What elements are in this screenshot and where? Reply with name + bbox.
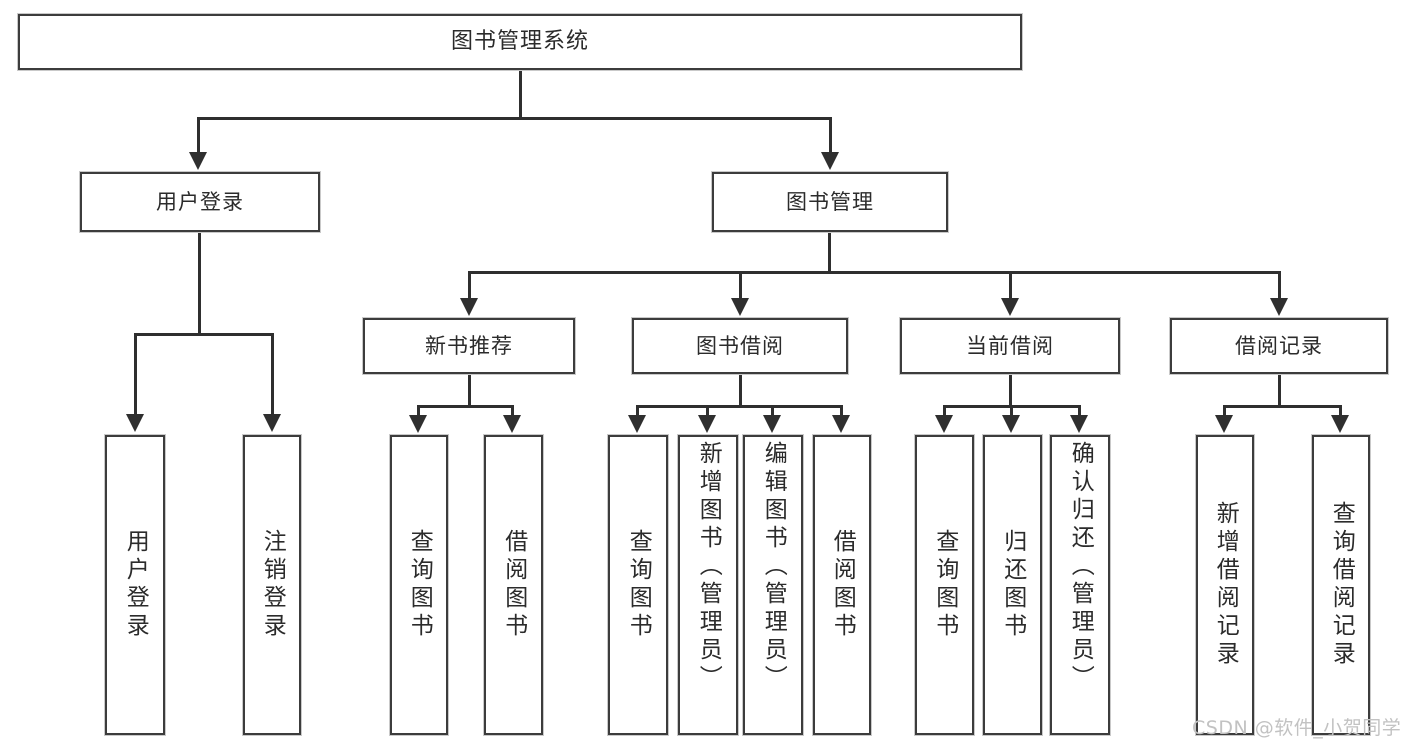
node-leaf-query-book-2-label: 查询图书: [625, 529, 652, 641]
connector-current-c1: [943, 405, 946, 418]
arrow-to-leaf-query-book-3: [935, 415, 953, 433]
node-leaf-return-book-label: 归还图书: [999, 529, 1026, 641]
node-leaf-borrow-book-1[interactable]: 借阅图书: [484, 435, 543, 735]
node-user-login-label: 用户登录: [156, 189, 244, 214]
node-borrow-records-label: 借阅记录: [1235, 333, 1323, 358]
node-leaf-confirm-return[interactable]: 确认归还（管理员）: [1050, 435, 1110, 735]
connector-borrow-c2: [706, 405, 709, 418]
node-leaf-user-login[interactable]: 用户登录: [105, 435, 165, 735]
arrow-to-leaf-query-book-1: [409, 415, 427, 433]
connector-recommend-trunk: [468, 374, 471, 408]
connector-recommend-left: [417, 405, 420, 418]
node-leaf-add-record-label: 新增借阅记录: [1212, 501, 1239, 669]
connector-recommend-right: [511, 405, 514, 418]
connector-user-login-right: [271, 333, 274, 415]
connector-borrow-trunk: [739, 374, 742, 408]
connector-bm-to-current: [1009, 271, 1012, 299]
node-leaf-logout[interactable]: 注销登录: [243, 435, 301, 735]
node-leaf-query-book-3[interactable]: 查询图书: [915, 435, 974, 735]
node-book-borrow-label: 图书借阅: [696, 333, 784, 358]
node-user-login[interactable]: 用户登录: [80, 172, 320, 232]
connector-root-to-book-management: [829, 117, 832, 153]
node-leaf-query-book-2[interactable]: 查询图书: [608, 435, 668, 735]
node-leaf-query-record-label: 查询借阅记录: [1328, 501, 1355, 669]
arrow-to-new-book-recommend: [460, 298, 478, 316]
csdn-watermark: CSDN @软件_小贺同学: [1192, 717, 1402, 739]
connector-borrow-bar: [636, 405, 842, 408]
arrow-to-current-borrow: [1001, 298, 1019, 316]
node-borrow-records[interactable]: 借阅记录: [1170, 318, 1388, 374]
node-new-book-recommend[interactable]: 新书推荐: [363, 318, 575, 374]
connector-borrow-c4: [840, 405, 843, 418]
connector-borrow-c1: [636, 405, 639, 418]
arrow-to-leaf-borrow-book-2: [832, 415, 850, 433]
connector-book-management-bar: [468, 271, 1281, 274]
connector-bm-to-borrow: [739, 271, 742, 299]
arrow-to-leaf-return-book: [1002, 415, 1020, 433]
connector-records-trunk: [1278, 374, 1281, 408]
connector-user-login-left: [134, 333, 137, 415]
node-root[interactable]: 图书管理系统: [18, 14, 1022, 70]
arrow-to-leaf-query-book-2: [628, 415, 646, 433]
node-book-borrow[interactable]: 图书借阅: [632, 318, 848, 374]
arrow-to-book-borrow: [731, 298, 749, 316]
node-leaf-add-book-label: 新增图书（管理员）: [695, 441, 722, 693]
node-leaf-add-record[interactable]: 新增借阅记录: [1196, 435, 1254, 735]
connector-root-bar: [197, 117, 832, 120]
node-leaf-query-book-3-label: 查询图书: [931, 529, 958, 641]
node-leaf-borrow-book-2-label: 借阅图书: [829, 529, 856, 641]
connector-records-right: [1339, 405, 1342, 418]
connector-root-to-user-login: [197, 117, 200, 153]
arrow-to-leaf-add-record: [1215, 415, 1233, 433]
connector-user-login-trunk: [198, 232, 201, 336]
node-leaf-query-book-1-label: 查询图书: [406, 529, 433, 641]
connector-records-bar: [1223, 405, 1342, 408]
node-current-borrow-label: 当前借阅: [966, 333, 1054, 358]
node-leaf-user-login-label: 用户登录: [122, 529, 149, 641]
arrow-to-leaf-logout: [263, 414, 281, 432]
node-book-management-label: 图书管理: [786, 189, 874, 214]
arrow-to-leaf-add-book: [698, 415, 716, 433]
node-leaf-borrow-book-2[interactable]: 借阅图书: [813, 435, 871, 735]
arrow-to-leaf-query-record: [1331, 415, 1349, 433]
node-leaf-edit-book-label: 编辑图书（管理员）: [760, 441, 787, 693]
node-new-book-recommend-label: 新书推荐: [425, 333, 513, 358]
connector-book-management-trunk: [828, 232, 831, 274]
connector-recommend-bar: [417, 405, 514, 408]
node-leaf-confirm-return-label: 确认归还（管理员）: [1067, 441, 1094, 693]
connector-bm-to-recommend: [468, 271, 471, 299]
node-book-management[interactable]: 图书管理: [712, 172, 948, 232]
node-current-borrow[interactable]: 当前借阅: [900, 318, 1120, 374]
node-leaf-add-book[interactable]: 新增图书（管理员）: [678, 435, 738, 735]
node-leaf-logout-label: 注销登录: [259, 529, 286, 641]
arrow-to-leaf-confirm-return: [1070, 415, 1088, 433]
connector-bm-to-records: [1278, 271, 1281, 299]
connector-current-trunk: [1009, 374, 1012, 408]
arrow-to-borrow-records: [1270, 298, 1288, 316]
connector-root-trunk: [519, 70, 522, 119]
arrow-to-leaf-user-login: [126, 414, 144, 432]
connector-user-login-bar: [134, 333, 273, 336]
arrow-to-leaf-borrow-book-1: [503, 415, 521, 433]
connector-current-c2: [1010, 405, 1013, 418]
node-leaf-return-book[interactable]: 归还图书: [983, 435, 1042, 735]
connector-current-c3: [1078, 405, 1081, 418]
arrow-root-to-user-login: [189, 152, 207, 170]
node-leaf-query-record[interactable]: 查询借阅记录: [1312, 435, 1370, 735]
connector-records-left: [1223, 405, 1226, 418]
node-leaf-edit-book[interactable]: 编辑图书（管理员）: [743, 435, 803, 735]
arrow-to-leaf-edit-book: [763, 415, 781, 433]
node-root-label: 图书管理系统: [450, 29, 589, 55]
connector-borrow-c3: [771, 405, 774, 418]
node-leaf-query-book-1[interactable]: 查询图书: [390, 435, 448, 735]
arrow-root-to-book-management: [821, 152, 839, 170]
node-leaf-borrow-book-1-label: 借阅图书: [500, 529, 527, 641]
